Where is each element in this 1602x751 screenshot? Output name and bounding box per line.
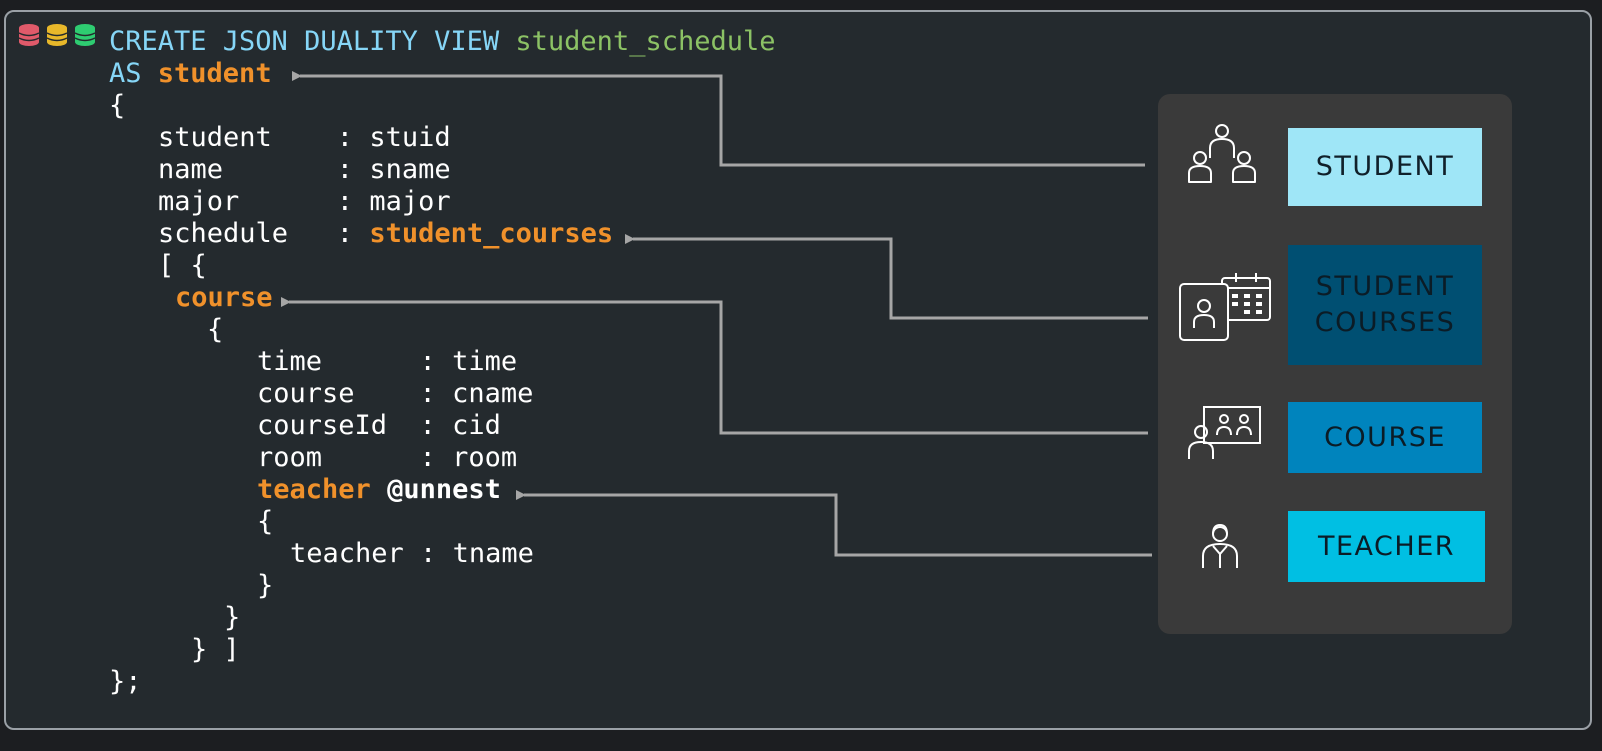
teacher-table: teacher [257,474,371,505]
field-key: student : [158,122,354,153]
code-line-create: CREATE JSON DUALITY VIEW student_schedul… [109,26,776,58]
field-key: course : [257,378,436,409]
create-keyword: CREATE JSON DUALITY VIEW [109,26,500,57]
field-value: room [452,442,518,473]
teacher-icon [1202,523,1238,568]
teacher-line: teacher @unnest [257,474,501,506]
field-value: cname [452,378,534,409]
green-database-icon [74,24,96,46]
teacher-field-line: teacher : tname [290,538,534,570]
database-icons [18,24,96,46]
schedule-table: student_courses [369,218,614,249]
teacher-open-brace: { [257,506,274,537]
field-line: student : stuid [158,122,451,154]
field-value: major [369,186,451,217]
array-close: } ] [191,634,240,665]
field-line: name : sname [158,154,451,186]
field-line: major : major [158,186,451,218]
course-table-name: course [175,282,273,313]
connector-student-courses [625,234,1148,320]
view-name: student_schedule [515,26,776,57]
course-field-line: room : room [257,442,517,474]
field-key: name : [158,154,354,185]
open-brace: { [109,90,126,121]
field-key: room : [257,442,436,473]
field-value: cid [452,410,501,441]
statement-end: }; [109,666,142,697]
entity-teacher: TEACHER [1288,511,1485,582]
red-database-icon [18,24,40,46]
connector-student [292,71,1145,167]
field-key: schedule : [158,218,354,249]
as-keyword: AS [109,58,142,89]
course-field-line: courseId : cid [257,410,501,442]
course-field-line: time : time [257,346,517,378]
field-key: major : [158,186,354,217]
field-value: time [452,346,518,377]
student-calendar-icon [1179,273,1271,341]
teacher-close-brace: } [257,570,274,601]
entity-student-courses: STUDENT COURSES [1288,245,1482,365]
group-of-people-icon [1188,124,1256,183]
course-close-brace: } [224,602,241,633]
schedule-line: schedule : student_courses [158,218,613,250]
unnest-annotation: @unnest [387,474,501,505]
connector-teacher [516,490,1152,557]
root-table: student [157,58,272,89]
entity-course: COURSE [1288,402,1482,473]
code-line-as: AS student [109,58,272,90]
field-value: sname [369,154,451,185]
field-key: teacher : [290,538,437,569]
field-key: time : [257,346,436,377]
entity-student: STUDENT [1288,128,1482,206]
field-key: courseId : [257,410,436,441]
classroom-screen-icon [1188,406,1261,459]
course-field-line: course : cname [257,378,533,410]
connector-course [281,297,1148,435]
course-open-brace: { [207,314,224,345]
field-value: stuid [369,122,451,153]
field-value: tname [452,538,534,569]
yellow-database-icon [46,24,68,46]
array-open: [ { [158,250,207,281]
course-table: course [175,282,273,314]
